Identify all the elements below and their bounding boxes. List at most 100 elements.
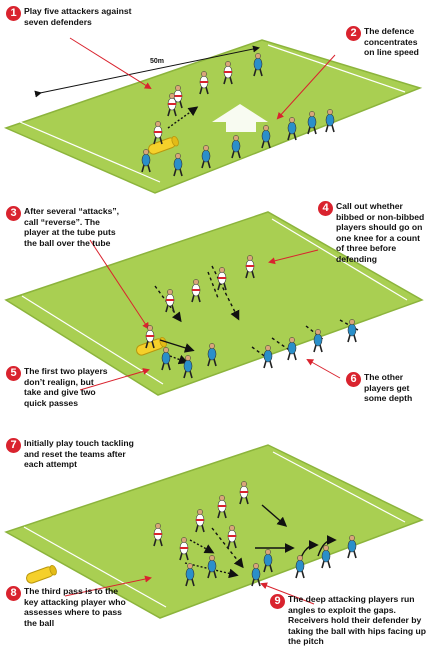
attacker-player — [145, 325, 155, 349]
player-shirt — [325, 113, 335, 127]
player-bib-stripe — [146, 335, 154, 337]
player-legs — [185, 578, 195, 587]
defender-player — [287, 117, 297, 141]
field-length-label: 50m — [150, 58, 165, 65]
players — [141, 53, 357, 587]
player-head — [169, 93, 175, 99]
player-shirt — [307, 115, 317, 129]
player-head — [327, 109, 333, 115]
player-legs — [253, 68, 263, 77]
player-legs — [263, 564, 273, 573]
player-legs — [153, 136, 163, 145]
player-head — [209, 343, 215, 349]
player-shirt — [347, 539, 357, 553]
player-legs — [167, 108, 177, 117]
player-head — [181, 537, 187, 543]
attacker-player — [217, 267, 227, 291]
player-legs — [191, 294, 201, 303]
defender-player — [141, 149, 151, 173]
player-legs — [347, 334, 357, 343]
defender-player — [253, 53, 263, 77]
player-shirt — [347, 323, 357, 337]
player-shirt — [207, 559, 217, 573]
defender-player — [231, 135, 241, 159]
player-legs — [227, 540, 237, 549]
player-legs — [239, 496, 249, 505]
pitch-2-touchline — [271, 218, 408, 301]
player-head — [289, 117, 295, 123]
defender-player — [207, 343, 217, 367]
player-shirt — [261, 129, 271, 143]
player-head — [155, 523, 161, 529]
callout-5-badge: 5 — [6, 366, 21, 381]
pitch-1 — [3, 39, 423, 194]
pitch-3-surface — [4, 444, 424, 619]
player-legs — [179, 552, 189, 561]
player-head — [229, 525, 235, 531]
player-legs — [231, 150, 241, 159]
pitch-3-touchline — [23, 526, 167, 608]
player-legs — [321, 560, 331, 569]
dimension-line — [34, 45, 260, 98]
player-head — [289, 337, 295, 343]
attacker-player — [199, 71, 209, 95]
player-head — [309, 111, 315, 117]
player-head — [219, 495, 225, 501]
pitch-3-touchline — [272, 451, 406, 523]
ball-tube — [148, 136, 179, 155]
player-bib-stripe — [224, 71, 232, 73]
attacker-player — [245, 255, 255, 279]
defender-player — [201, 145, 211, 169]
player-shirt — [287, 121, 297, 135]
player-shirt — [263, 553, 273, 567]
player-head — [209, 555, 215, 561]
player-legs — [207, 358, 217, 367]
player-bib-stripe — [218, 277, 226, 279]
player-shirt — [141, 153, 151, 167]
player-head — [175, 153, 181, 159]
defender-player — [161, 347, 171, 371]
callout-8-text: The third pass is to the key attacking p… — [24, 586, 126, 628]
player-shirt — [161, 351, 171, 365]
ball-tube — [26, 565, 57, 584]
defender-player — [347, 535, 357, 559]
player-shirt — [287, 341, 297, 355]
player-head — [143, 149, 149, 155]
player-head — [167, 289, 173, 295]
player-bib-stripe — [196, 519, 204, 521]
player-shirt — [185, 567, 195, 581]
player-shirt — [173, 157, 183, 171]
player-legs — [161, 362, 171, 371]
player-bib-stripe — [228, 535, 236, 537]
player-legs — [295, 570, 305, 579]
player-shirt — [231, 139, 241, 153]
player-legs — [347, 550, 357, 559]
callout-1-text: Play five attackers against seven defend… — [24, 6, 132, 27]
callout-2: 2 The defence concentrates on line speed — [346, 26, 428, 58]
attacker-player — [191, 279, 201, 303]
player-shirt — [251, 567, 261, 581]
player-legs — [217, 510, 227, 519]
player-head — [197, 509, 203, 515]
player-legs — [263, 360, 273, 369]
player-head — [187, 563, 193, 569]
callout-3-text: After several “attacks”, call “reverse”.… — [24, 206, 120, 248]
player-head — [163, 347, 169, 353]
player-legs — [313, 344, 323, 353]
player-head — [265, 549, 271, 555]
defender-player — [295, 555, 305, 579]
player-head — [265, 345, 271, 351]
callout-6: 6 The other players get some depth — [346, 372, 426, 404]
player-head — [155, 121, 161, 127]
player-bib-stripe — [154, 533, 162, 535]
player-head — [201, 71, 207, 77]
player-legs — [145, 340, 155, 349]
defender-player — [313, 329, 323, 353]
callout-7-text: Initially play touch tackling and reset … — [24, 438, 134, 470]
player-bib-stripe — [246, 265, 254, 267]
player-legs — [287, 352, 297, 361]
callout-5-text: The first two players don’t realign, but… — [24, 366, 108, 408]
callout-pointers — [64, 37, 341, 605]
attacker-player — [179, 537, 189, 561]
defender-player — [207, 555, 217, 579]
